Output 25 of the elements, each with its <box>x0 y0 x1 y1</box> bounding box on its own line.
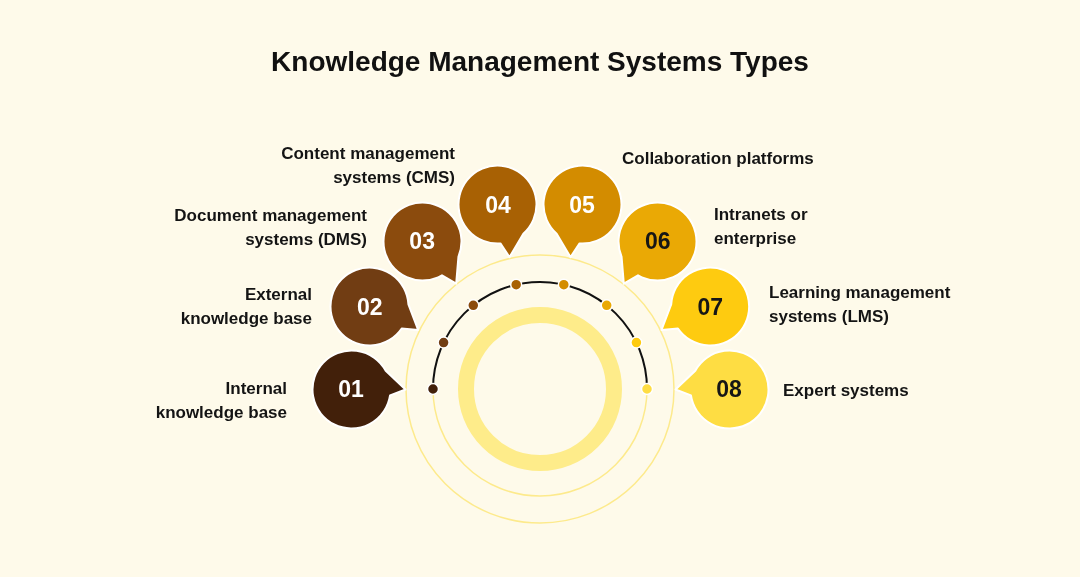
step-number: 03 <box>409 227 435 256</box>
step-number: 08 <box>716 375 742 403</box>
diagram-title: Knowledge Management Systems Types <box>271 45 809 79</box>
bubble-caption: Expert systems <box>783 380 909 402</box>
speech-bubble <box>381 200 463 285</box>
bubble-caption: Collaboration platforms <box>622 148 814 170</box>
step-number: 01 <box>338 375 364 403</box>
step-number: 07 <box>697 293 724 321</box>
bubble-caption: Intranets or enterprise <box>714 204 809 250</box>
speech-bubble <box>541 164 623 259</box>
bubble-caption: Content management systems (CMS) <box>280 143 455 189</box>
step-number: 06 <box>645 227 671 256</box>
speech-bubble <box>660 266 751 348</box>
speech-bubble <box>617 200 699 285</box>
step-number: 04 <box>485 190 511 219</box>
bubble-caption: Document management systems (DMS) <box>173 205 367 251</box>
step-number: 05 <box>569 190 595 219</box>
bubble-caption: Learning management systems (LMS) <box>769 282 952 328</box>
bubble-caption: External knowledge base <box>179 284 312 330</box>
speech-bubble <box>310 348 407 430</box>
speech-bubble <box>457 164 539 259</box>
step-number: 02 <box>356 293 383 321</box>
bubble-caption: Internal knowledge base <box>154 378 287 424</box>
speech-bubble <box>673 348 770 430</box>
speech-bubble <box>329 266 420 348</box>
